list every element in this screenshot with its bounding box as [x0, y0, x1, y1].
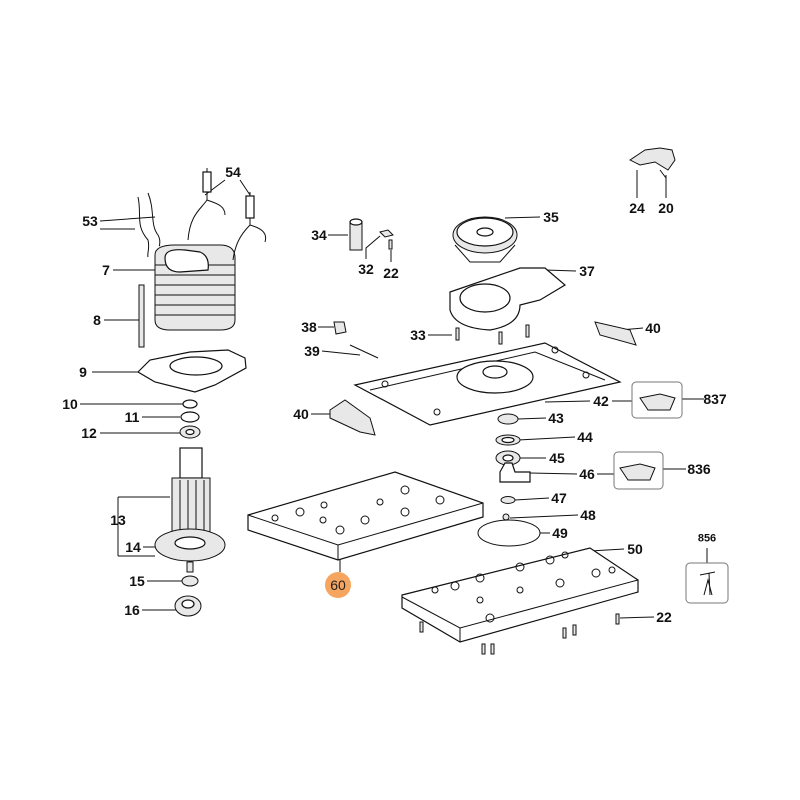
callout-43[interactable]: 43 [548, 410, 564, 426]
callout-49[interactable]: 49 [552, 525, 568, 541]
callout-54[interactable]: 54 [225, 164, 241, 180]
callout-20[interactable]: 20 [658, 200, 674, 216]
callout-50[interactable]: 50 [627, 541, 643, 557]
bearings-10-12 [179, 399, 201, 439]
plate-42 [353, 342, 622, 426]
switch-lever-24-pin-20 [629, 147, 676, 179]
callout-35[interactable]: 35 [543, 209, 559, 225]
callout-53[interactable]: 53 [82, 213, 98, 229]
callout-45[interactable]: 45 [549, 450, 565, 466]
callout-24[interactable]: 24 [629, 200, 645, 216]
callout-7[interactable]: 7 [102, 262, 110, 278]
callout-37[interactable]: 37 [579, 263, 595, 279]
callout-15[interactable]: 15 [129, 573, 145, 589]
callout-48[interactable]: 48 [580, 507, 596, 523]
clamp-40-right [594, 321, 637, 346]
callout-11[interactable]: 11 [124, 409, 140, 425]
callout-40-right[interactable]: 40 [645, 320, 661, 336]
callout-22-bottom[interactable]: 22 [656, 609, 672, 625]
field-coil-7 [154, 244, 236, 331]
callout-22-top[interactable]: 22 [383, 265, 399, 281]
bearing-stack-43-48 [495, 413, 531, 521]
callout-47[interactable]: 47 [551, 490, 567, 506]
callout-34[interactable]: 34 [311, 227, 327, 243]
callout-8[interactable]: 8 [93, 312, 101, 328]
pin-38-39 [333, 321, 379, 359]
callout-46[interactable]: 46 [579, 466, 595, 482]
callout-39[interactable]: 39 [304, 343, 320, 359]
callout-38[interactable]: 38 [301, 319, 317, 335]
callout-40-left[interactable]: 40 [293, 406, 309, 422]
callout-60-highlighted[interactable]: 60 [325, 572, 351, 598]
callout-42[interactable]: 42 [593, 393, 609, 409]
callout-10[interactable]: 10 [62, 396, 78, 412]
kit-box-856 [685, 562, 729, 604]
nut-34 [349, 218, 363, 251]
base-plate-60 [247, 471, 484, 561]
ring-49 [477, 519, 541, 547]
screws-33 [455, 324, 530, 345]
callout-837[interactable]: 837 [703, 391, 727, 407]
sanding-pad-50 [401, 547, 639, 643]
callout-44[interactable]: 44 [577, 429, 593, 445]
fan-35 [452, 216, 518, 263]
callout-12[interactable]: 12 [81, 425, 97, 441]
kit-box-837 [631, 381, 683, 419]
callout-32[interactable]: 32 [358, 261, 374, 277]
clamp-40-left [329, 399, 376, 436]
callout-836[interactable]: 836 [687, 461, 711, 477]
screw-8 [138, 284, 145, 348]
callout-13[interactable]: 13 [110, 512, 126, 528]
bearings-15-16 [174, 575, 202, 617]
callout-856[interactable]: 856 [697, 532, 717, 545]
screws-22-bottom [419, 613, 620, 655]
fan-housing-37 [449, 267, 567, 331]
callout-33[interactable]: 33 [410, 327, 426, 343]
callout-16[interactable]: 16 [124, 602, 140, 618]
clip-32-screw-22 [379, 229, 394, 250]
armature-13 [154, 447, 226, 573]
callout-14[interactable]: 14 [125, 539, 141, 555]
kit-box-836 [613, 451, 664, 490]
bracket-9 [137, 349, 247, 393]
callout-9[interactable]: 9 [79, 364, 87, 380]
wires-53-54 [137, 168, 267, 261]
